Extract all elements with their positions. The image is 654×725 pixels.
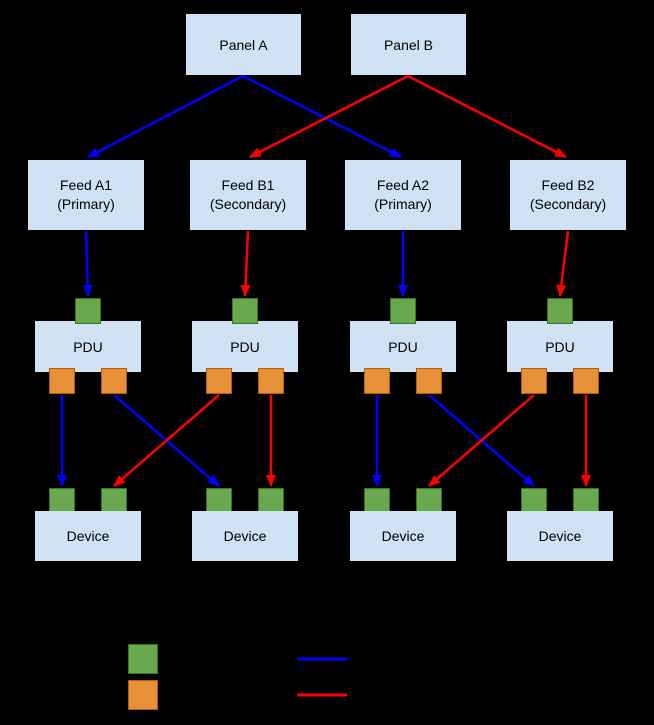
pdu3-label: PDU [388, 338, 418, 355]
pdu2-output-port-right [258, 368, 284, 394]
pdu1-label: PDU [73, 338, 103, 355]
pdu1-output-port-left [49, 368, 75, 394]
device3-input-port-right [416, 488, 442, 514]
edge-feed-b2-to-pdu4 [556, 230, 570, 297]
device2-label: Device [223, 528, 267, 544]
edge-panel-a-to-feed-a1 [87, 74, 244, 159]
panel-b-label: Panel B [383, 36, 434, 53]
feed-a2-node: Feed A2 (Primary) [345, 160, 461, 230]
device4-node: Device [507, 511, 613, 561]
feed-b2-node: Feed B2 (Secondary) [510, 160, 626, 230]
legend-output-port-swatch [128, 680, 158, 710]
device1-input-port-left [49, 488, 75, 514]
feed-a2-name: Feed A2 [376, 177, 430, 194]
device2-node: Device [192, 511, 298, 561]
pdu4-output-port-right [573, 368, 599, 394]
pdu2-node: PDU [192, 321, 298, 372]
pdu3-output-port-right [416, 368, 442, 394]
edge-panel-a-to-feed-a2 [242, 74, 402, 159]
pdu1-output-port-right [101, 368, 127, 394]
edge-pdu2-to-device1 [113, 394, 220, 487]
device3-label: Device [381, 528, 425, 544]
edge-feed-b1-to-pdu2 [240, 230, 251, 297]
device1-node: Device [35, 511, 141, 561]
edge-feed-a1-to-pdu1 [82, 230, 93, 297]
pdu4-input-port [547, 298, 573, 324]
device3-node: Device [350, 511, 456, 561]
edge-panel-b-to-feed-b2 [407, 74, 567, 159]
legend-input-port-swatch [128, 644, 158, 674]
panel-a-node: Panel A [186, 14, 301, 75]
pdu2-label: PDU [230, 338, 260, 355]
pdu3-output-port-left [364, 368, 390, 394]
panel-a-label: Panel A [219, 36, 268, 53]
pdu1-node: PDU [35, 321, 141, 372]
pdu4-label: PDU [545, 338, 575, 355]
feed-a1-name: Feed A1 [59, 177, 113, 194]
device1-input-port-right [101, 488, 127, 514]
edge-pdu4-to-device3 [428, 394, 535, 487]
feed-b2-role: (Secondary) [529, 196, 607, 212]
pdu1-input-port [75, 298, 101, 324]
pdu2-output-port-left [206, 368, 232, 394]
pdu4-node: PDU [507, 321, 613, 372]
device1-label: Device [66, 528, 110, 544]
edge-panel-b-to-feed-b1 [249, 74, 409, 159]
device4-label: Device [538, 528, 582, 544]
feed-a1-role: (Primary) [57, 196, 115, 212]
device2-input-port-right [258, 488, 284, 514]
pdu3-node: PDU [350, 321, 456, 372]
feed-a2-role: (Primary) [374, 196, 432, 212]
pdu4-output-port-left [521, 368, 547, 394]
pdu2-input-port [232, 298, 258, 324]
panel-b-node: Panel B [351, 14, 466, 75]
feed-b1-role: (Secondary) [209, 196, 287, 212]
device4-input-port-right [573, 488, 599, 514]
pdu3-input-port [390, 298, 416, 324]
feed-b1-node: Feed B1 (Secondary) [190, 160, 306, 230]
device4-input-port-left [521, 488, 547, 514]
feed-b1-name: Feed B1 [221, 177, 275, 194]
edge-pdu1-to-device2 [113, 394, 220, 487]
feed-a1-node: Feed A1 (Primary) [28, 160, 144, 230]
edge-pdu3-to-device4 [428, 394, 535, 487]
feed-b2-name: Feed B2 [541, 177, 595, 194]
